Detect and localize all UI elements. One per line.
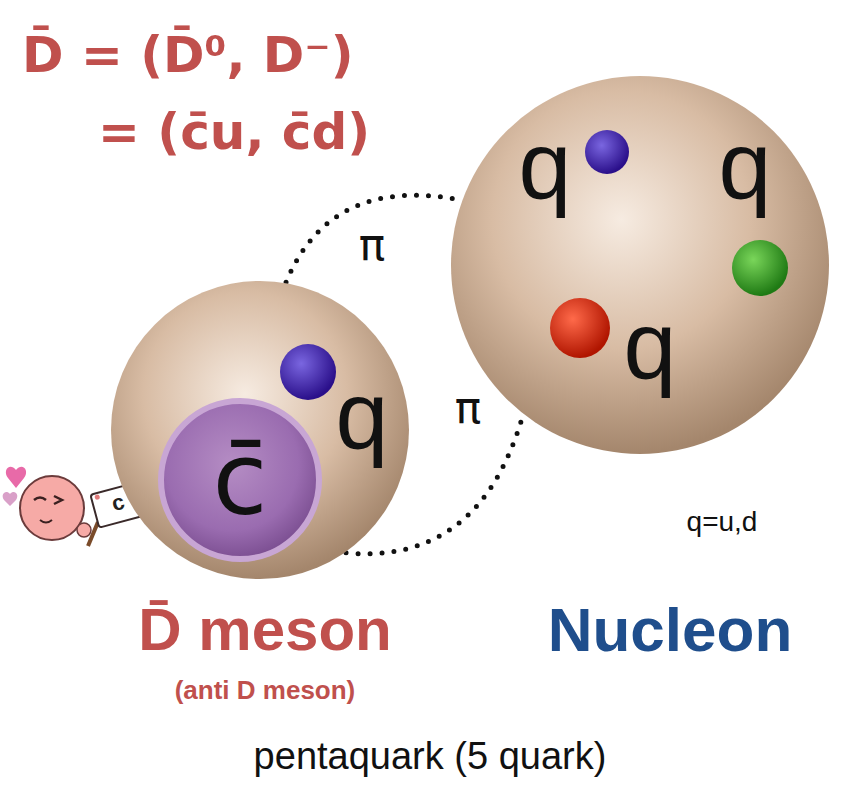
nucleon-sphere: Nucleonqqq <box>450 75 830 455</box>
sphere-shape <box>450 75 830 455</box>
mascot-hand <box>77 523 91 537</box>
sphere-body <box>451 76 829 454</box>
note-text: q=u,d <box>687 507 758 538</box>
quark-ball <box>280 344 336 400</box>
quark-label: q <box>624 293 677 398</box>
caption-text: pentaquark (5 quark) <box>254 736 607 778</box>
sphere-body <box>111 281 409 579</box>
heart <box>3 492 18 506</box>
core-disc <box>161 401 319 559</box>
mascot-face <box>20 476 84 540</box>
quark-label: q <box>719 113 772 218</box>
sign-dot <box>94 494 100 500</box>
eye <box>54 496 62 504</box>
mouth <box>40 520 52 523</box>
meson-subtitle: (anti D meson) <box>175 676 356 705</box>
meson-sphere: D̄ meson(anti D meson)qc̄ <box>110 280 410 580</box>
formula-text: D̄ = (D̄⁰, D⁻) <box>22 28 354 83</box>
pion-label: π <box>355 221 390 269</box>
quark-ball <box>550 298 610 358</box>
heart <box>6 467 26 488</box>
meson-title: D̄ meson <box>138 597 391 663</box>
quark-label: q <box>336 363 389 468</box>
nucleon-title: Nucleon <box>548 596 793 664</box>
quark-ball <box>585 130 629 174</box>
pion-label: π <box>451 384 486 432</box>
quark-ball <box>732 240 788 296</box>
pion-exchange <box>286 195 461 282</box>
eye <box>34 498 46 501</box>
antiquark-label: c̄ <box>213 425 268 535</box>
formula-text: = (c̄u, c̄d) <box>98 105 370 160</box>
charm-core: c̄ <box>160 400 320 560</box>
sign-letter: c <box>109 490 127 517</box>
quark-label: q <box>519 113 572 218</box>
